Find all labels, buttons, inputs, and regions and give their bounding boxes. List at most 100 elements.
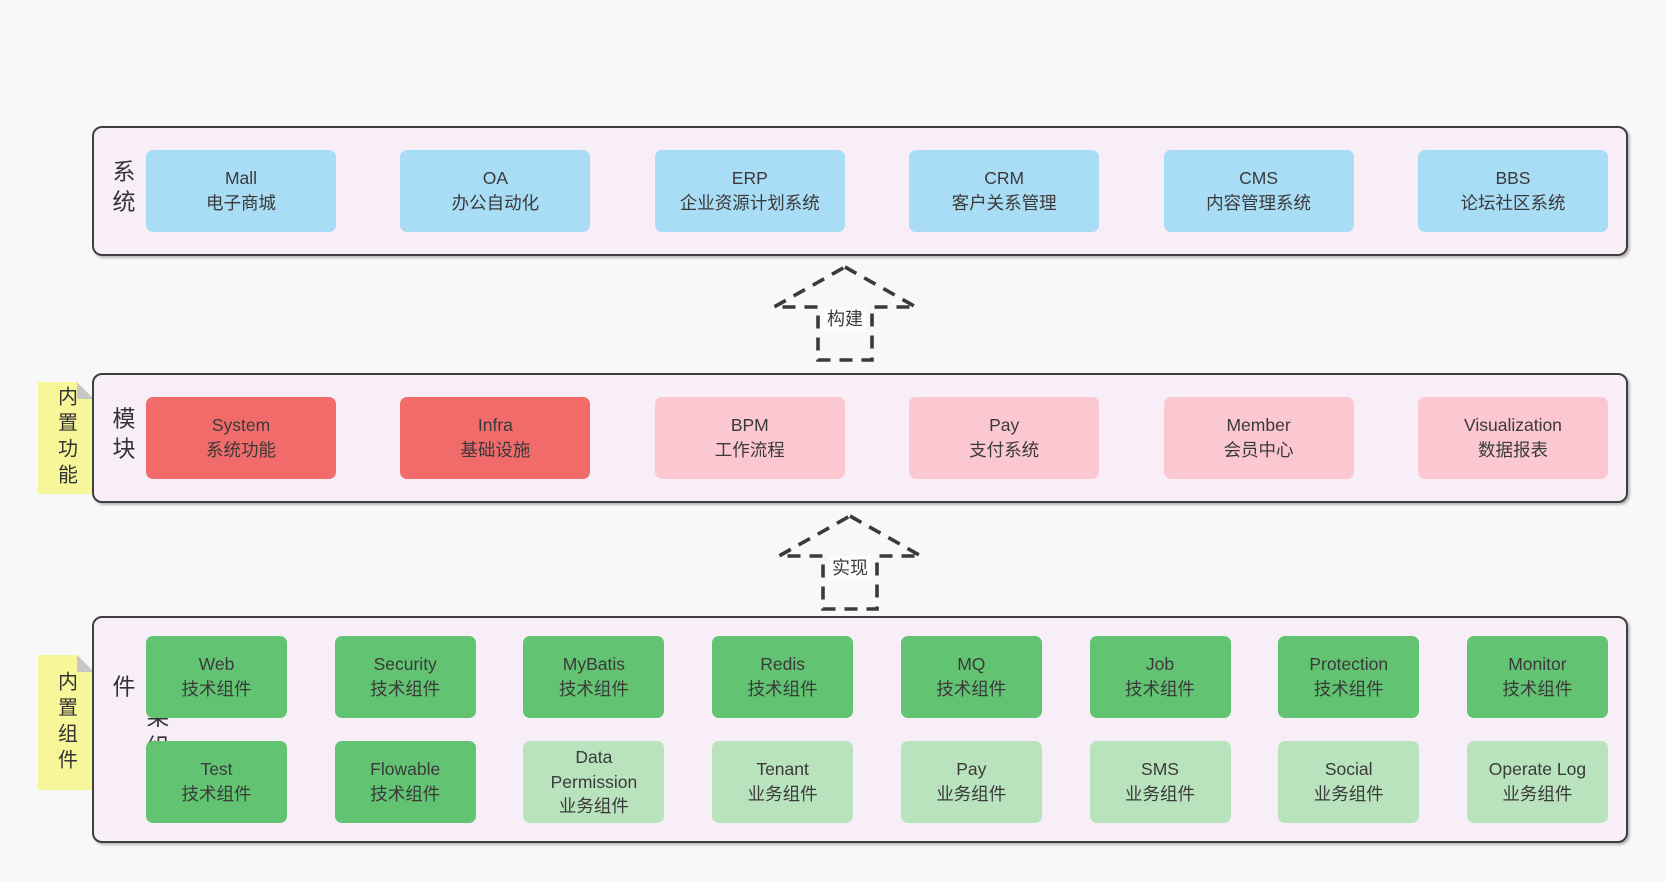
box-title: MyBatis <box>562 654 626 675</box>
box-test: Test 技术组件 <box>146 741 287 823</box>
sticky-note-builtin-features: 内置功能 <box>38 382 94 494</box>
arrow-up-build: 构建 <box>770 263 920 363</box>
box-flowable: Flowable 技术组件 <box>334 741 476 823</box>
box-title: Redis <box>760 654 805 675</box>
box-title: CMS <box>1239 168 1278 189</box>
box-monitor: Monitor 技术组件 <box>1466 636 1608 718</box>
box-subtitle: 会员中心 <box>1223 440 1294 460</box>
box-system: System 系统功能 <box>146 397 336 479</box>
box-web: Web 技术组件 <box>146 636 287 718</box>
box-tenant: Tenant 业务组件 <box>712 741 854 823</box>
box-title: Member <box>1226 415 1291 436</box>
box-protection: Protection 技术组件 <box>1278 636 1420 718</box>
arrow-up-implement: 实现 <box>775 512 925 612</box>
box-subtitle: 技术组件 <box>558 679 629 699</box>
box-title: Pay <box>989 415 1020 436</box>
box-subtitle: 技术组件 <box>936 679 1007 699</box>
box-title: Job <box>1145 654 1175 675</box>
box-subtitle: 基础设施 <box>460 440 531 460</box>
box-redis: Redis 技术组件 <box>712 636 854 718</box>
box-member: Member 会员中心 <box>1163 397 1354 479</box>
box-title: BPM <box>730 415 769 436</box>
box-subtitle: 企业资源计划系统 <box>679 193 820 213</box>
layer-business-systems: 业务系统 Mall电子商城OA办公自动化ERP企业资源计划系统CRM客户关系管理… <box>92 126 1628 256</box>
box-subtitle: 内容管理系统 <box>1206 193 1312 213</box>
layer-common-modules: 通用模块 System系统功能Infra基础设施BPM工作流程Pay支付系统Me… <box>92 373 1628 503</box>
dashed-up-arrow-icon <box>770 264 920 362</box>
box-oa: OA 办公自动化 <box>400 150 591 232</box>
box-title: Tenant <box>756 759 809 780</box>
box-title: Pay <box>956 759 987 780</box>
sticky-note-builtin-components: 内置组件 <box>38 655 94 790</box>
box-security: Security 技术组件 <box>334 636 476 718</box>
box-title: Monitor <box>1508 654 1567 675</box>
box-title: Test <box>200 759 233 780</box>
box-visualization: Visualization 数据报表 <box>1417 397 1608 479</box>
box-title: Data Permission <box>550 746 638 792</box>
box-title: CRM <box>984 168 1025 189</box>
box-title: OA <box>482 168 509 189</box>
box-subtitle: 业务组件 <box>936 784 1007 804</box>
box-title: Infra <box>477 415 513 436</box>
box-subtitle: 技术组件 <box>747 679 818 699</box>
box-subtitle: 电子商城 <box>206 193 276 213</box>
box-title: Web <box>198 654 235 675</box>
box-title: Flowable <box>370 759 441 780</box>
box-mq: MQ 技术组件 <box>900 636 1042 718</box>
box-title: Visualization <box>1463 415 1562 436</box>
sticky-note-label: 内置组件 <box>54 670 77 775</box>
box-title: Social <box>1324 759 1373 780</box>
box-subtitle: 业务组件 <box>747 784 818 804</box>
box-title: ERP <box>731 168 768 189</box>
box-subtitle: 技术组件 <box>181 784 252 804</box>
box-subtitle: 技术组件 <box>1313 679 1384 699</box>
box-subtitle: 技术组件 <box>181 679 252 699</box>
box-subtitle: 业务组件 <box>558 796 629 817</box>
box-infra: Infra 基础设施 <box>400 397 591 479</box>
box-job: Job 技术组件 <box>1089 636 1231 718</box>
box-subtitle: 办公自动化 <box>451 193 540 213</box>
arrow-label-implement: 实现 <box>829 556 871 581</box>
sticky-note-label: 内置功能 <box>54 386 77 490</box>
box-title: Protection <box>1309 654 1389 675</box>
box-subtitle: 业务组件 <box>1313 784 1384 804</box>
box-mybatis: MyBatis 技术组件 <box>523 636 665 718</box>
arrow-label-build: 构建 <box>824 307 866 332</box>
box-subtitle: 论坛社区系统 <box>1460 193 1566 213</box>
box-subtitle: 数据报表 <box>1477 440 1548 460</box>
box-subtitle: 技术组件 <box>1502 679 1573 699</box>
box-bbs: BBS 论坛社区系统 <box>1417 150 1608 232</box>
box-title: BBS <box>1495 168 1531 189</box>
box-data-permission: Data Permission 业务组件 <box>523 741 665 823</box>
box-subtitle: 客户关系管理 <box>951 193 1057 213</box>
box-pay: Pay 支付系统 <box>909 397 1100 479</box>
box-operate-log: Operate Log 业务组件 <box>1466 741 1608 823</box>
box-title: Security <box>373 654 437 675</box>
box-title: Operate Log <box>1488 759 1587 780</box>
box-pay: Pay 业务组件 <box>900 741 1042 823</box>
box-subtitle: 技术组件 <box>370 784 441 804</box>
box-subtitle: 技术组件 <box>370 679 441 699</box>
box-title: System <box>211 415 271 436</box>
box-subtitle: 业务组件 <box>1502 784 1573 804</box>
box-subtitle: 系统功能 <box>206 440 276 460</box>
box-title: MQ <box>957 654 986 675</box>
box-title: SMS <box>1141 759 1179 780</box>
box-cms: CMS 内容管理系统 <box>1163 150 1354 232</box>
dashed-up-arrow-icon <box>775 513 925 611</box>
box-subtitle: 技术组件 <box>1125 679 1196 699</box>
box-crm: CRM 客户关系管理 <box>909 150 1100 232</box>
box-subtitle: 支付系统 <box>969 440 1040 460</box>
